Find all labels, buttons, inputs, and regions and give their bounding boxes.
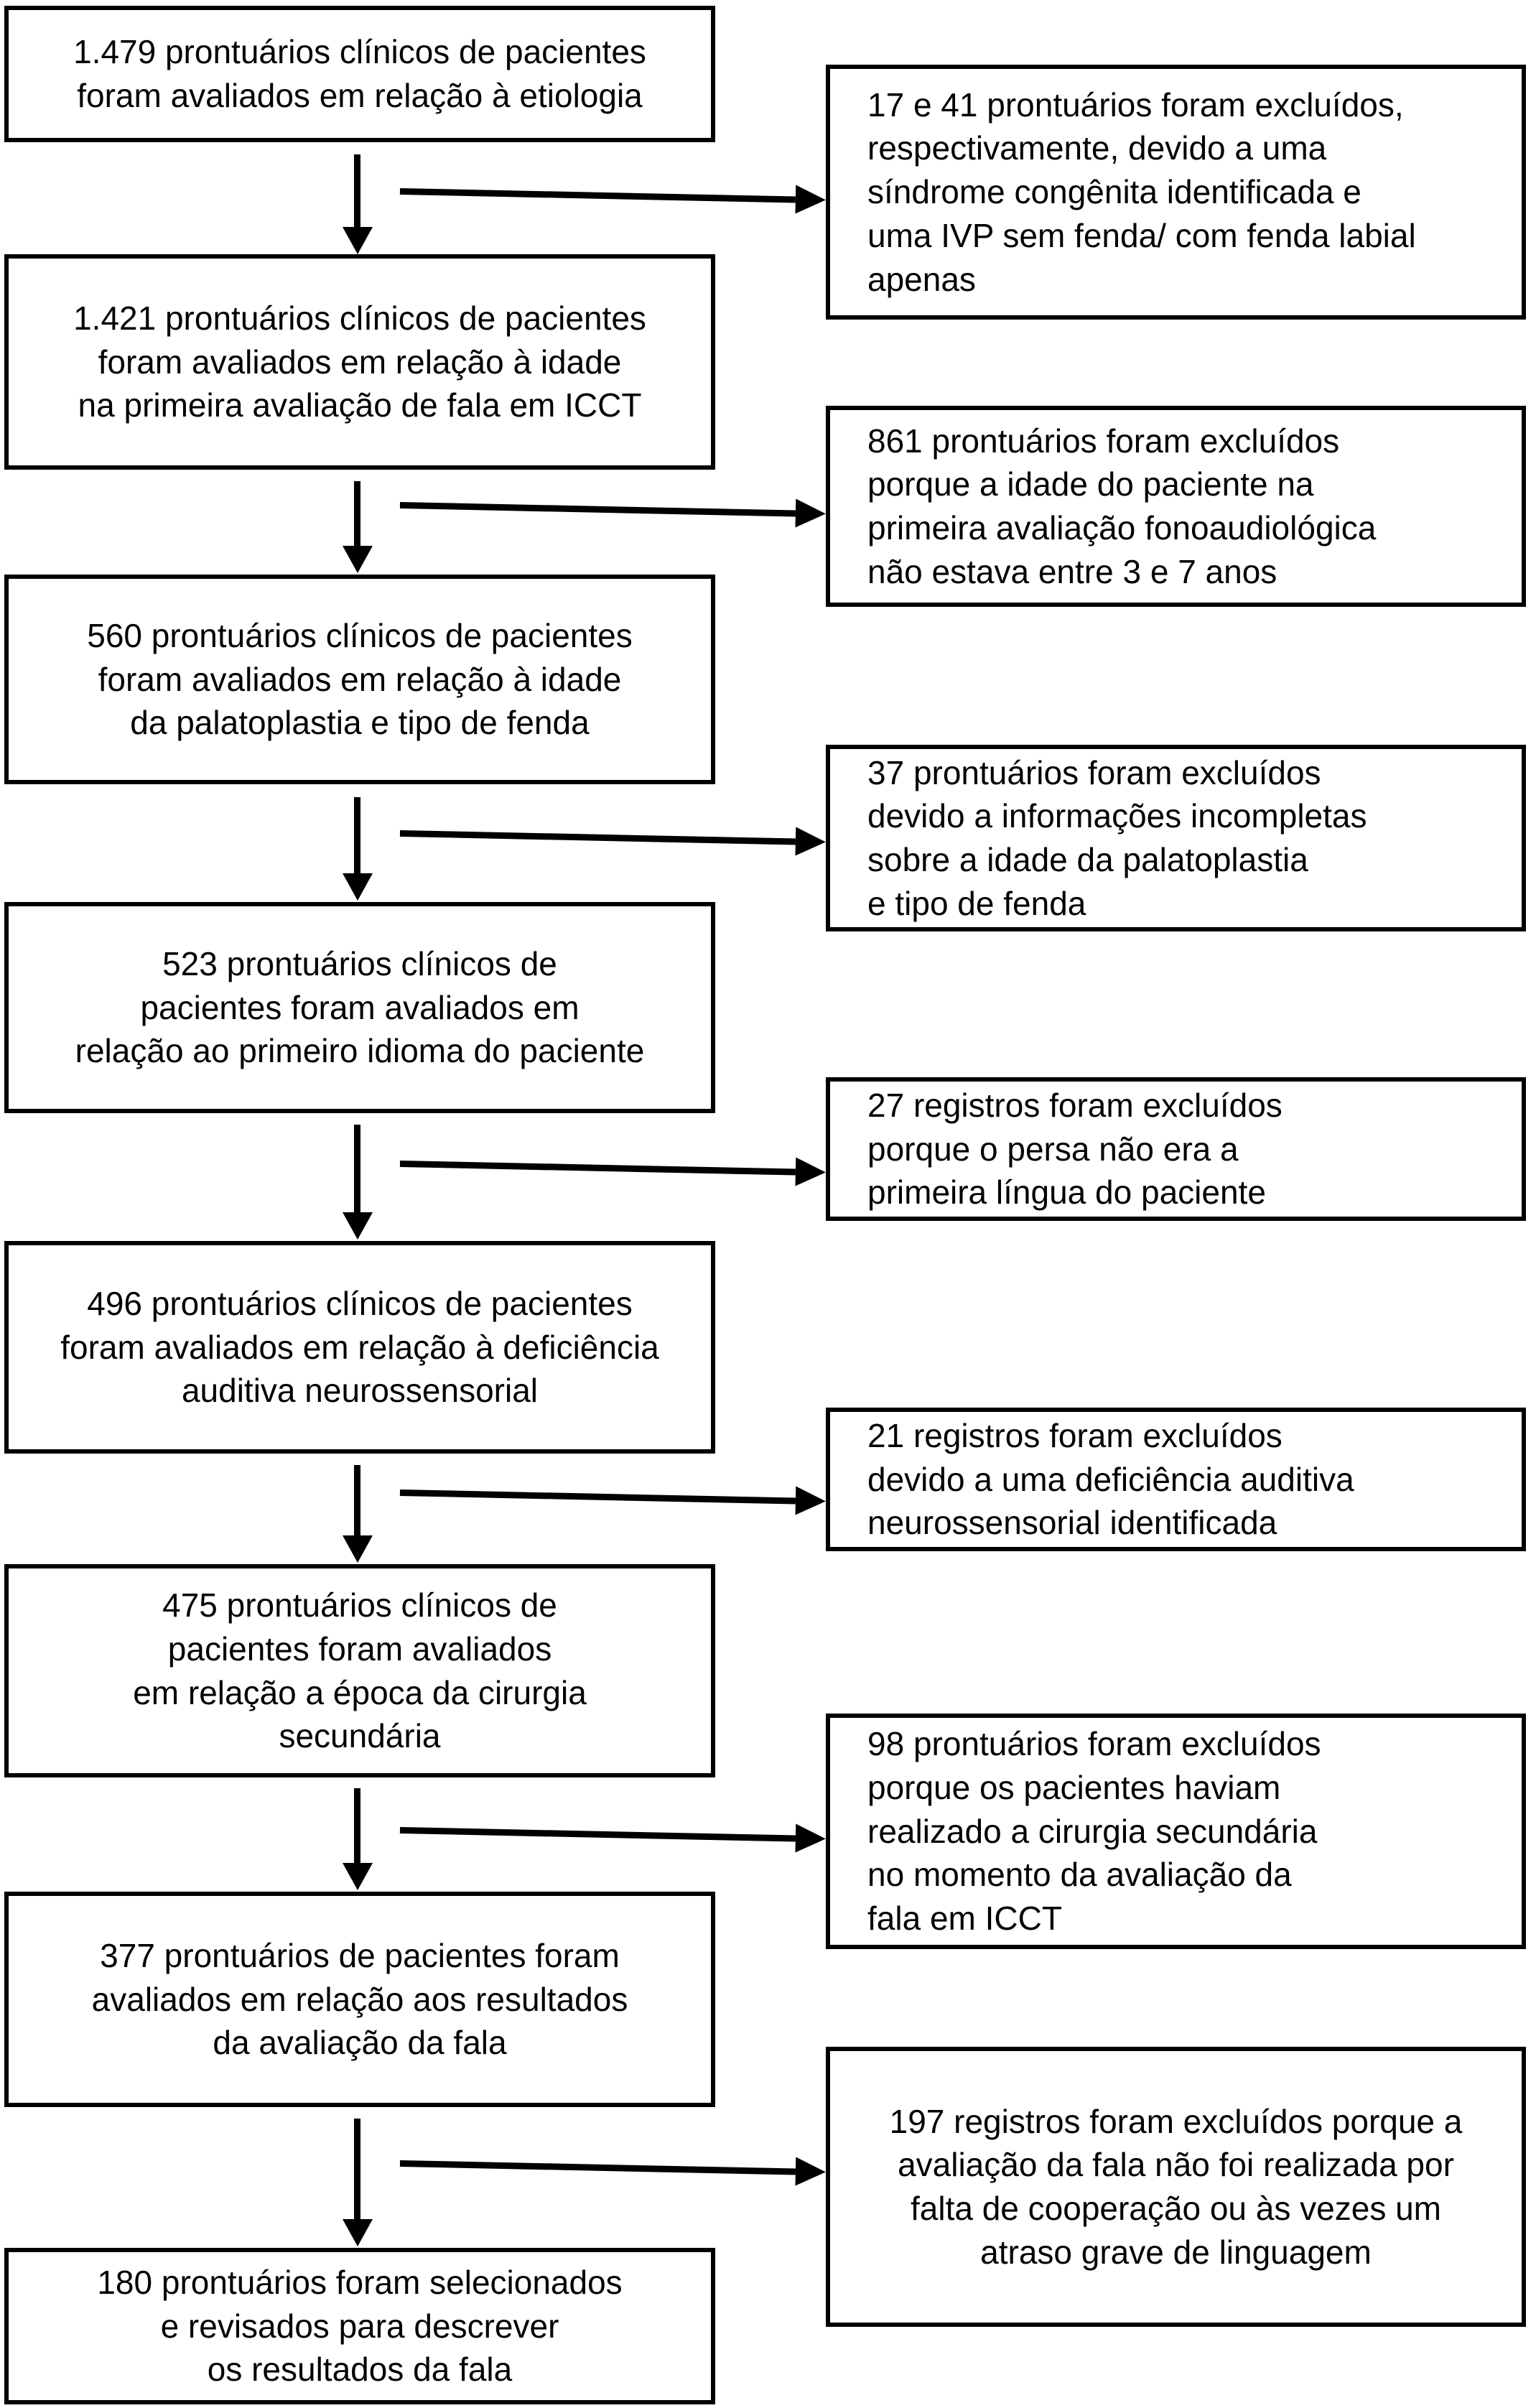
right-arrow-6-line xyxy=(399,1827,796,1842)
step-box-5-deficiencia-auditiva: 496 prontuários clínicos de pacientes fo… xyxy=(4,1241,715,1454)
step-box-6-cirurgia-secundaria: 475 prontuários clínicos de pacientes fo… xyxy=(4,1564,715,1777)
down-arrow-4-line xyxy=(354,1125,360,1212)
step-box-7-resultados-fala: 377 prontuários de pacientes foram avali… xyxy=(4,1892,715,2107)
right-arrow-3-line xyxy=(399,830,796,845)
right-arrow-2-icon xyxy=(795,498,827,529)
step-box-1-etiologia: 1.479 prontuários clínicos de pacientes … xyxy=(4,6,715,142)
down-arrow-3-line xyxy=(354,797,360,873)
down-arrow-1-line xyxy=(354,154,360,227)
right-arrow-6-icon xyxy=(795,1823,827,1854)
right-arrow-5 xyxy=(399,1486,827,1516)
right-arrow-2-line xyxy=(399,502,796,517)
right-arrow-7 xyxy=(399,2157,827,2187)
step-box-2-idade-primeira-avaliacao: 1.421 prontuários clínicos de pacientes … xyxy=(4,254,715,470)
down-arrow-4-icon xyxy=(343,1212,373,1240)
down-arrow-1-icon xyxy=(343,227,373,254)
step-box-3-idade-palatoplastia: 560 prontuários clínicos de pacientes fo… xyxy=(4,575,715,784)
right-arrow-3 xyxy=(399,827,827,857)
down-arrow-7-icon xyxy=(343,2219,373,2246)
down-arrow-2-line xyxy=(354,481,360,546)
down-arrow-5-icon xyxy=(343,1535,373,1563)
exclusion-box-1-sindrome-ivp: 17 e 41 prontuários foram excluídos, res… xyxy=(826,65,1526,320)
right-arrow-4-line xyxy=(399,1161,796,1176)
right-arrow-6 xyxy=(399,1823,827,1854)
down-arrow-6-icon xyxy=(343,1863,373,1890)
exclusion-box-4-persa: 27 registros foram excluídos porque o pe… xyxy=(826,1077,1526,1221)
down-arrow-6-line xyxy=(354,1788,360,1863)
exclusion-box-7-sem-avaliacao: 197 registros foram excluídos porque a a… xyxy=(826,2047,1526,2327)
exclusion-box-6-cirurgia-realizada: 98 prontuários foram excluídos porque os… xyxy=(826,1714,1526,1949)
right-arrow-3-icon xyxy=(795,827,827,857)
right-arrow-1-line xyxy=(399,188,796,203)
right-arrow-1 xyxy=(399,185,827,215)
right-arrow-5-line xyxy=(399,1489,796,1505)
step-box-8-selecionados: 180 prontuários foram selecionados e rev… xyxy=(4,2248,715,2404)
step-box-4-primeiro-idioma: 523 prontuários clínicos de pacientes fo… xyxy=(4,902,715,1113)
right-arrow-4-icon xyxy=(795,1157,827,1187)
down-arrow-5-line xyxy=(354,1465,360,1535)
down-arrow-3-icon xyxy=(343,873,373,901)
right-arrow-2 xyxy=(399,498,827,529)
right-arrow-1-icon xyxy=(795,185,827,215)
right-arrow-7-line xyxy=(399,2160,796,2175)
down-arrow-2-icon xyxy=(343,546,373,573)
right-arrow-7-icon xyxy=(795,2157,827,2187)
exclusion-box-5-deficiencia-auditiva: 21 registros foram excluídos devido a um… xyxy=(826,1408,1526,1551)
right-arrow-5-icon xyxy=(795,1486,827,1516)
right-arrow-4 xyxy=(399,1157,827,1187)
down-arrow-7-line xyxy=(354,2119,360,2219)
exclusion-box-2-idade-3-7-anos: 861 prontuários foram excluídos porque a… xyxy=(826,406,1526,607)
exclusion-box-3-info-incompleta: 37 prontuários foram excluídos devido a … xyxy=(826,745,1526,931)
